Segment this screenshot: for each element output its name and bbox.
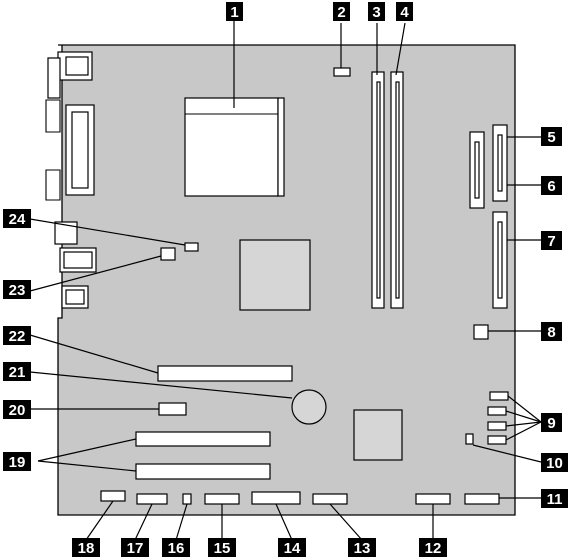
callout-12-label: 12 <box>425 540 442 557</box>
callout-9: 9 <box>541 413 562 432</box>
chipset <box>240 240 310 310</box>
callout-23-label: 23 <box>9 282 26 299</box>
callout-19-label: 19 <box>9 454 26 471</box>
callout-22: 22 <box>3 326 31 345</box>
callout-16: 16 <box>162 538 190 557</box>
callout-10-label: 10 <box>546 455 563 472</box>
callout-10: 10 <box>541 453 568 472</box>
callout-7: 7 <box>541 231 562 250</box>
callout-11: 11 <box>541 489 568 508</box>
callout-14-label: 14 <box>284 540 301 557</box>
callout-11-label: 11 <box>547 491 563 508</box>
callout-1-label: 1 <box>230 4 238 21</box>
callout-2: 2 <box>333 2 350 21</box>
callout-18: 18 <box>72 538 100 557</box>
connector-20 <box>159 403 186 415</box>
callout-20-label: 20 <box>9 402 26 419</box>
callout-5: 5 <box>541 127 562 146</box>
callout-6-label: 6 <box>547 178 555 195</box>
battery <box>292 390 326 424</box>
callout-2-label: 2 <box>337 4 345 21</box>
callout-3-label: 3 <box>372 4 380 21</box>
callout-4: 4 <box>396 2 413 21</box>
callout-7-label: 7 <box>547 233 555 250</box>
callout-21: 21 <box>3 362 31 381</box>
callout-19: 19 <box>3 452 31 471</box>
callout-15-label: 15 <box>214 540 231 557</box>
connector-24 <box>185 243 198 251</box>
io-chip <box>354 410 402 460</box>
callout-15: 15 <box>208 538 236 557</box>
connector-23 <box>161 248 175 260</box>
jumper-10 <box>466 434 473 444</box>
callout-16-label: 16 <box>168 540 185 557</box>
callout-24: 24 <box>3 209 31 228</box>
callout-14: 14 <box>278 538 306 557</box>
fan-connector-2 <box>334 68 350 76</box>
callout-1: 1 <box>226 2 243 21</box>
callout-6: 6 <box>541 176 562 195</box>
callout-3: 3 <box>368 2 385 21</box>
callout-8-label: 8 <box>547 324 555 341</box>
callout-17: 17 <box>121 538 149 557</box>
callout-8: 8 <box>541 322 562 341</box>
callout-23: 23 <box>3 280 31 299</box>
power-connector-8 <box>474 325 488 339</box>
callout-18-label: 18 <box>78 540 95 557</box>
callout-22-label: 22 <box>9 328 26 345</box>
callout-12: 12 <box>419 538 447 557</box>
callout-13-label: 13 <box>354 540 371 557</box>
callout-20: 20 <box>3 400 31 419</box>
callout-9-label: 9 <box>547 415 555 432</box>
callout-17-label: 17 <box>127 540 144 557</box>
callout-21-label: 21 <box>9 364 26 381</box>
microprocessor-socket <box>185 98 284 196</box>
callout-4-label: 4 <box>400 4 409 21</box>
callout-5-label: 5 <box>547 129 555 146</box>
callout-24-label: 24 <box>9 211 26 228</box>
callout-13: 13 <box>348 538 376 557</box>
